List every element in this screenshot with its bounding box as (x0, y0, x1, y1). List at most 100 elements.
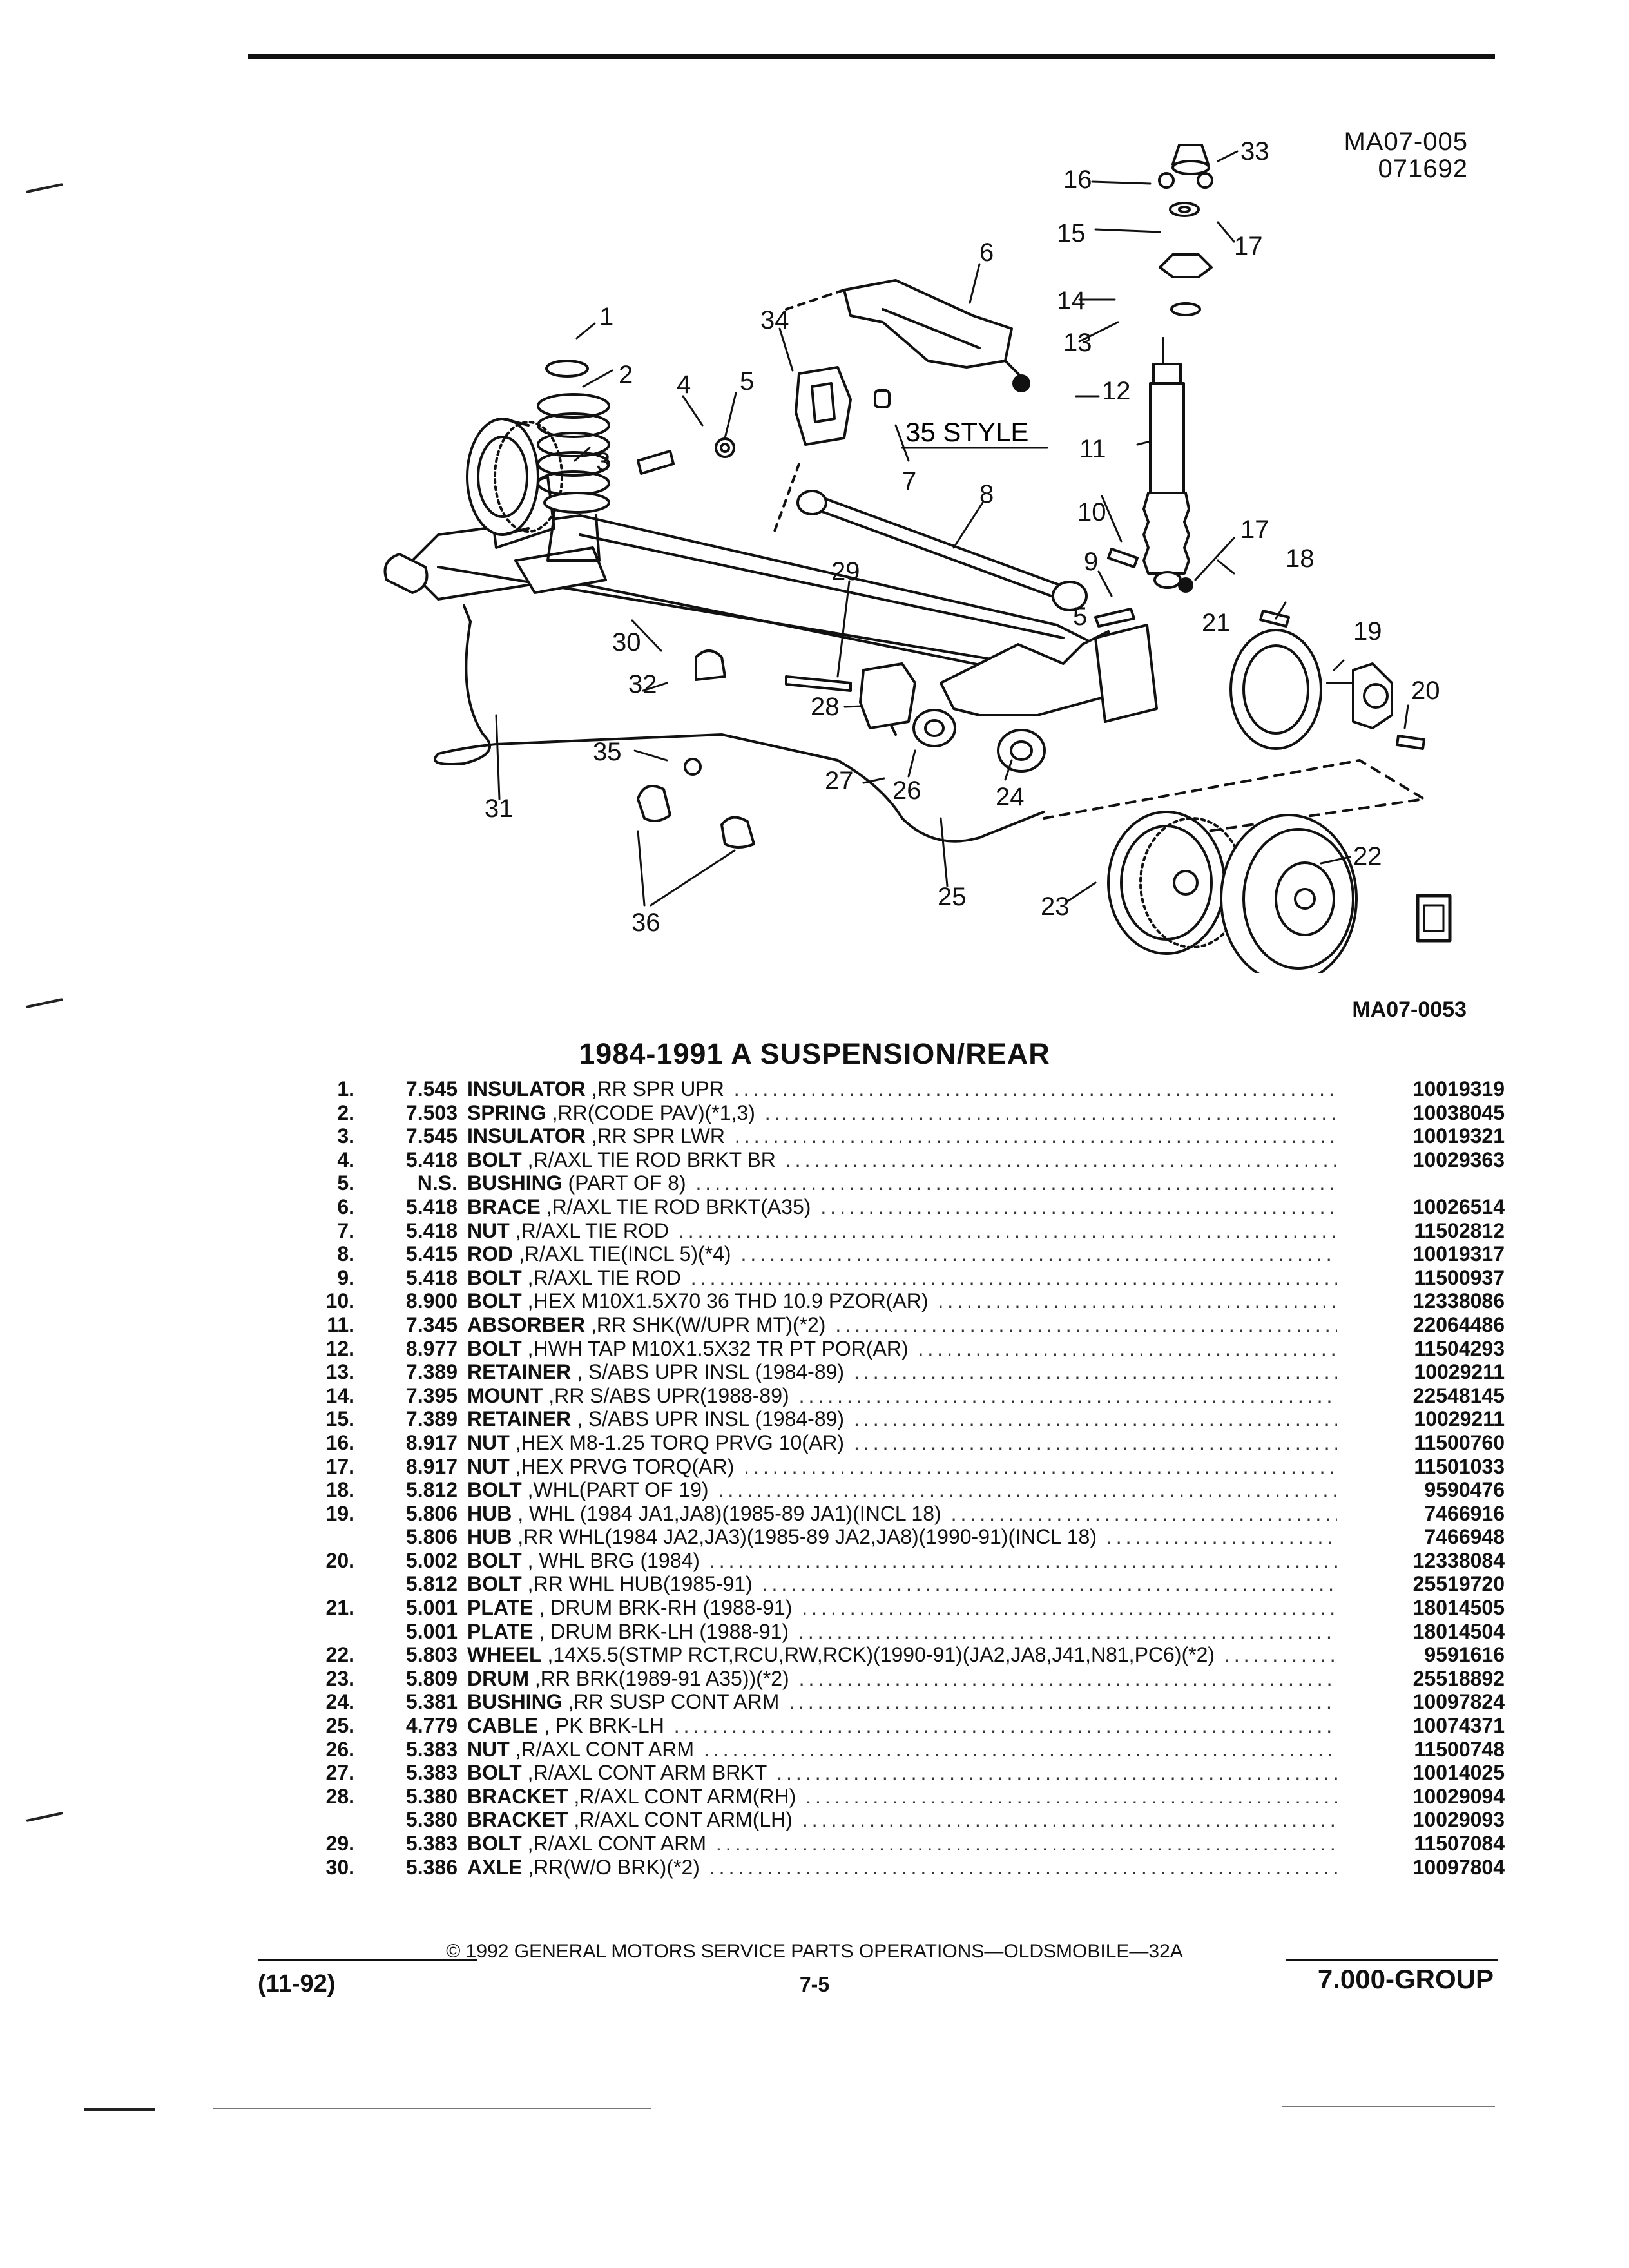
part-description: BOLT ,R/AXL CONT ARM ...................… (467, 1832, 1337, 1856)
item-number: 25. (325, 1714, 354, 1738)
item-number: 15. (325, 1407, 354, 1431)
leader-dots: ........................................… (740, 1242, 1337, 1266)
part-name: INSULATOR (467, 1077, 586, 1100)
small-hardware-parts (637, 649, 755, 849)
callout-label: 22 (1353, 842, 1382, 870)
part-name: BOLT (467, 1336, 522, 1360)
parking-brake-cable-part (434, 604, 1045, 843)
callout-label: 36 (631, 908, 660, 937)
part-name: ROD (467, 1242, 514, 1266)
part-number: 10014025 (1412, 1761, 1505, 1785)
leader-dots: ........................................… (805, 1784, 1337, 1808)
leader-dots: ........................................… (776, 1761, 1337, 1785)
callout-label: 5 (740, 367, 754, 396)
leader-dots: ........................................… (802, 1808, 1337, 1832)
wheel-part (1220, 814, 1358, 973)
leader-dots: ........................................… (798, 1383, 1337, 1407)
part-description: MOUNT ,RR S/ABS UPR(1988-89) ...........… (467, 1384, 1337, 1408)
item-number: 17. (325, 1454, 354, 1478)
part-number: 11500748 (1414, 1737, 1505, 1761)
leader-dots: ........................................… (690, 1265, 1337, 1289)
part-name: NUT (467, 1218, 510, 1242)
group-code: 5.418 (405, 1218, 458, 1242)
part-detail: ,RR WHL HUB(1985-91) (521, 1572, 753, 1596)
callout-label: 35 (593, 738, 622, 766)
part-detail: , PK BRK-LH (538, 1714, 664, 1738)
footer-rule-left (258, 1959, 477, 1961)
part-description: BOLT , WHL BRG (1984) ..................… (467, 1549, 1337, 1573)
binder-hole-mark (26, 1812, 63, 1822)
group-code: 7.395 (405, 1383, 458, 1407)
part-detail: ,WHL(PART OF 19) (521, 1478, 709, 1502)
figure-reference: MA07-0053 (1352, 997, 1467, 1022)
part-name: BRACKET (467, 1808, 568, 1832)
part-name: RETAINER (467, 1360, 572, 1384)
part-detail: , WHL (1984 JA1,JA8)(1985-89 JA1)(INCL 1… (512, 1501, 941, 1525)
part-description: WHEEL ,14X5.5(STMP RCT,RCU,RW,RCK)(1990-… (467, 1643, 1337, 1667)
part-number: 11507084 (1414, 1832, 1505, 1855)
item-number: 12. (325, 1336, 354, 1360)
part-name: DRUM (467, 1666, 529, 1690)
bolt-and-bushing-part (637, 437, 735, 475)
leader-dots: ........................................… (715, 1832, 1337, 1855)
part-name: PLATE (467, 1619, 534, 1643)
part-detail: , DRUM BRK-LH (1988-91) (533, 1619, 789, 1643)
group-code: 5.809 (405, 1666, 458, 1690)
part-detail: ,HEX M8-1.25 TORQ PRVG 10(AR) (509, 1430, 845, 1454)
group-code: 8.977 (405, 1336, 458, 1360)
part-description: PLATE , DRUM BRK-RH (1988-91) ..........… (467, 1596, 1337, 1620)
callout-label: 29 (831, 557, 860, 586)
item-number: 11. (327, 1312, 354, 1336)
part-detail: ,R/AXL TIE ROD (509, 1218, 669, 1242)
leader-dots: ........................................… (789, 1690, 1337, 1714)
group-code: 5.418 (405, 1265, 458, 1289)
part-detail: ,R/AXL CONT ARM(RH) (568, 1784, 796, 1808)
part-name: HUB (467, 1525, 512, 1549)
gm-spo-logo (1416, 894, 1452, 943)
item-number: 27. (325, 1761, 354, 1785)
part-number: 11504293 (1414, 1336, 1505, 1360)
part-name: NUT (467, 1454, 510, 1478)
part-detail: ,HEX M10X1.5X70 36 THD 10.9 PZOR(AR) (521, 1289, 929, 1313)
part-detail: ,RR BRK(1989-91 A35))(*2) (528, 1666, 789, 1690)
item-number: 9. (337, 1265, 354, 1289)
group-code: 5.806 (405, 1525, 458, 1549)
part-detail: ,RR SHK(W/UPR MT)(*2) (585, 1312, 826, 1336)
group-code: 5.415 (405, 1242, 458, 1266)
part-detail: ,RR SUSP CONT ARM (562, 1690, 780, 1714)
leader-dots: ........................................… (709, 1548, 1337, 1572)
part-detail: ,R/AXL CONT ARM(LH) (568, 1808, 793, 1832)
callout-label: 1 (599, 303, 613, 331)
part-detail: ,R/AXL TIE ROD (521, 1265, 681, 1289)
group-code: 5.812 (405, 1478, 458, 1502)
item-number: 4. (337, 1148, 354, 1171)
item-number: 16. (325, 1430, 354, 1454)
shock-absorber-part (1142, 337, 1190, 589)
leader-dots: ........................................… (918, 1336, 1337, 1360)
callout-label: 17 (1240, 515, 1269, 544)
part-description: DRUM ,RR BRK(1989-91 A35))(*2) .........… (467, 1667, 1337, 1691)
callout-label: 17 (1234, 232, 1263, 260)
callout-label: 10 (1077, 498, 1106, 526)
leader-dots: ........................................… (673, 1714, 1337, 1738)
part-description: BRACE ,R/AXL TIE ROD BRKT(A35) .........… (467, 1195, 1337, 1219)
part-detail: ,R/AXL TIE(INCL 5)(*4) (513, 1242, 731, 1266)
part-name: AXLE (467, 1855, 523, 1879)
group-code: 8.917 (405, 1454, 458, 1478)
item-number: 21. (325, 1596, 354, 1620)
part-number: 10097824 (1412, 1690, 1505, 1714)
part-name: BOLT (467, 1289, 522, 1313)
brake-plate-and-hub-part (1229, 629, 1393, 750)
group-code: N.S. (417, 1171, 458, 1195)
part-detail: (PART OF 8) (562, 1171, 686, 1195)
scan-mark (213, 2108, 651, 2109)
